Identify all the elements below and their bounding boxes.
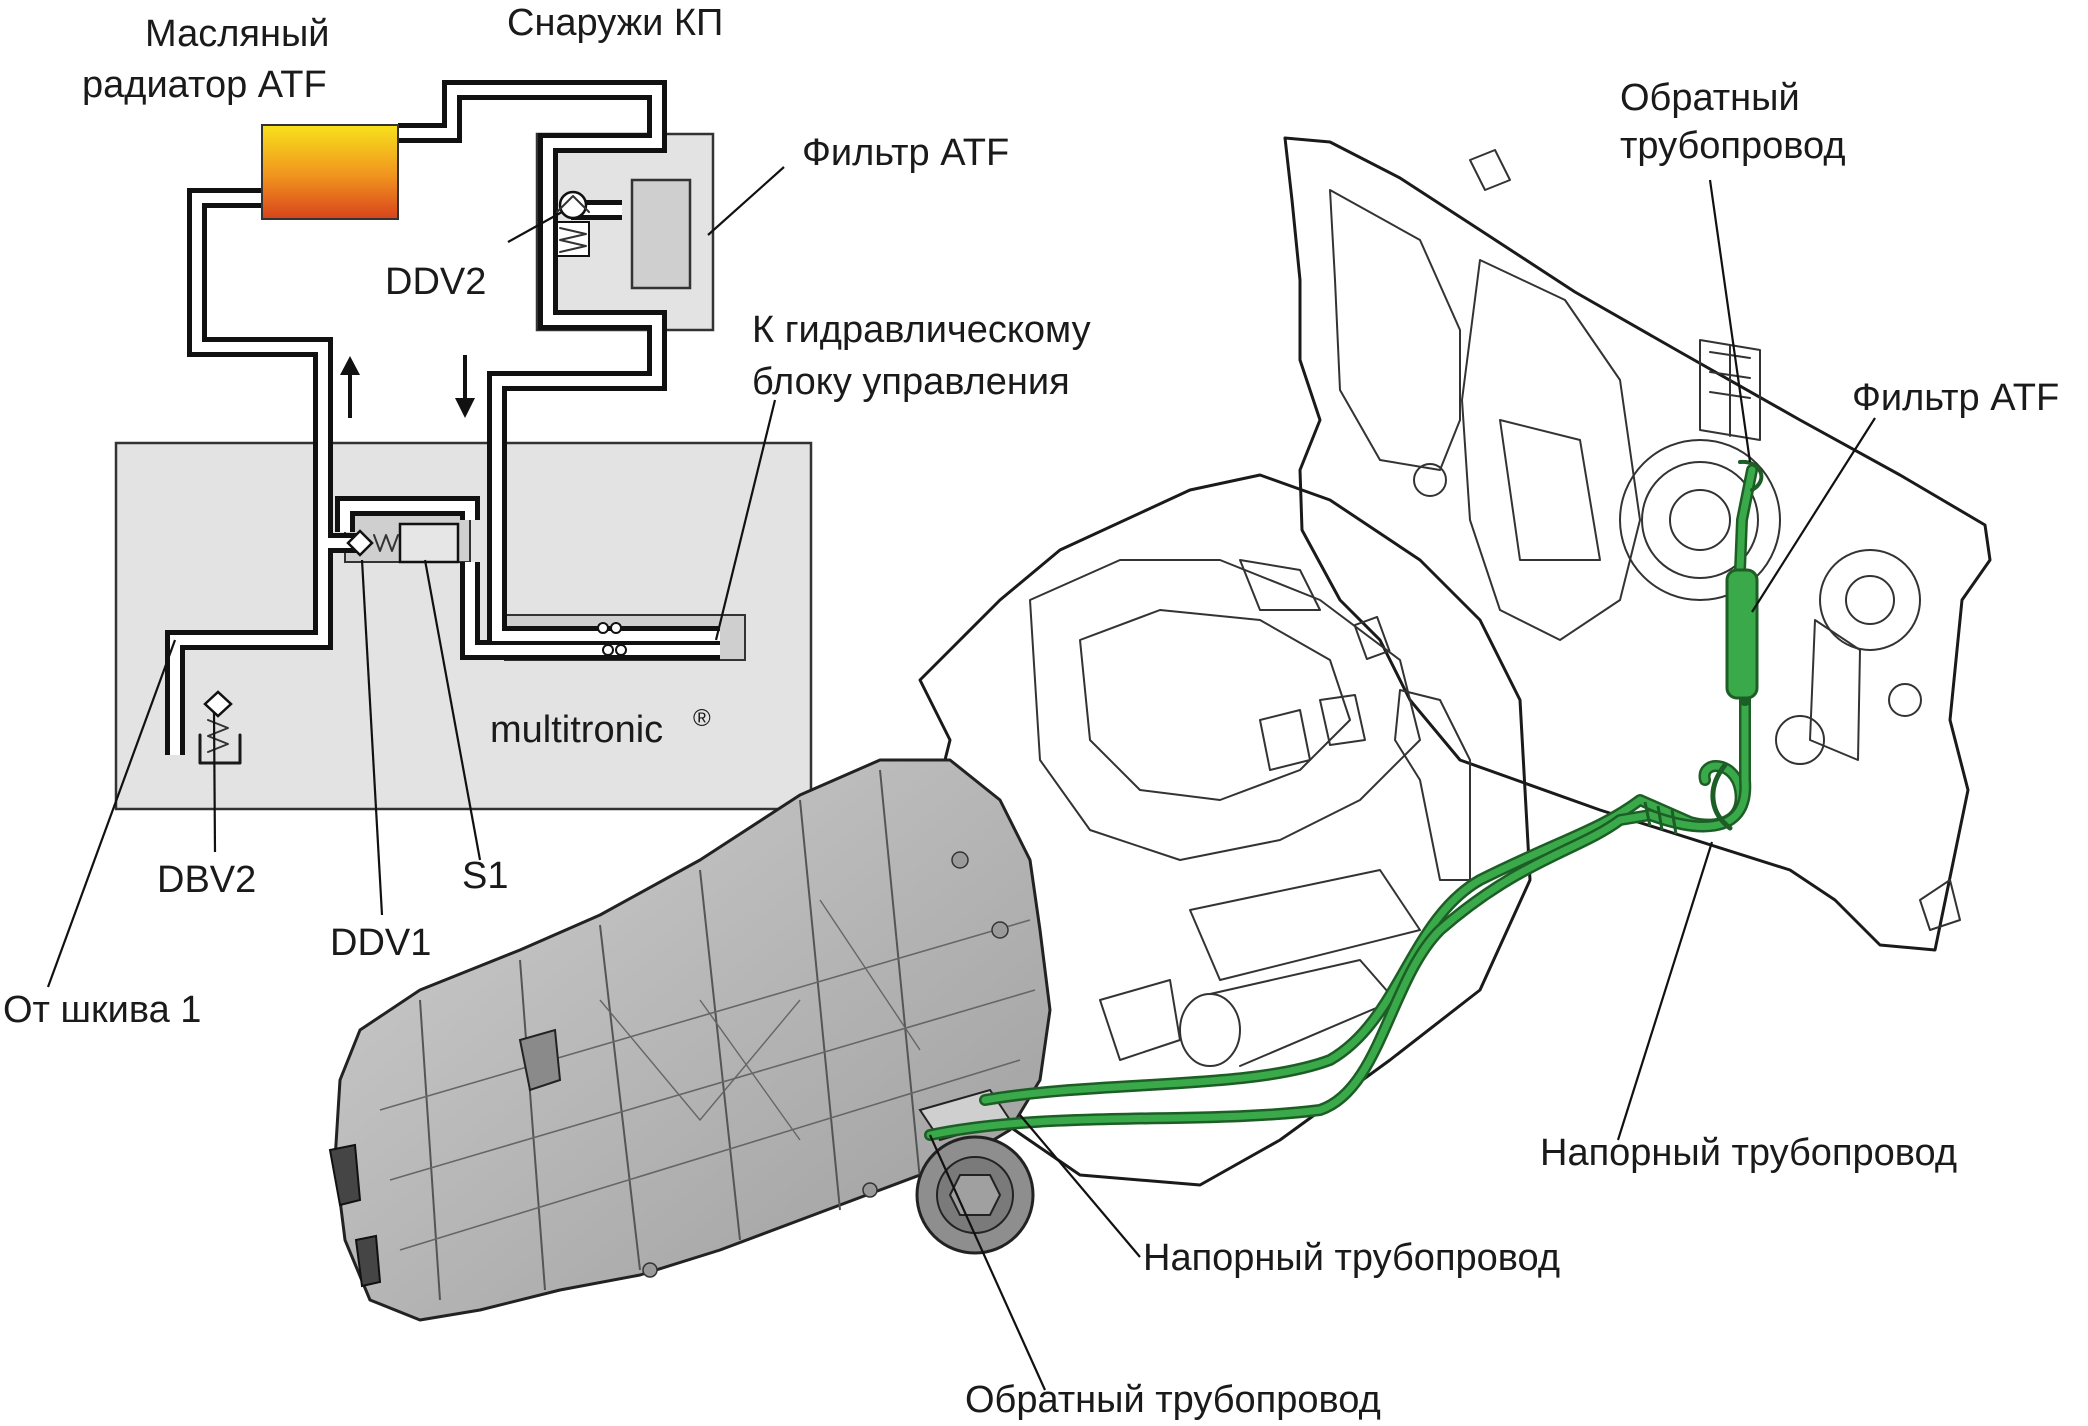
registered-mark: ® xyxy=(693,705,711,732)
outside-gearbox-label: Снаружи КП xyxy=(507,2,723,44)
transmission-housing xyxy=(328,758,1052,1322)
front-end-frame xyxy=(1283,136,1992,952)
schematic-leaders xyxy=(46,166,785,988)
pressure-line-bottom-label: Напорный трубопровод xyxy=(1143,1237,1560,1279)
oil-cooler-label-line2: радиатор ATF xyxy=(82,64,327,106)
ddv1-valve-icon xyxy=(346,529,399,557)
flow-down-arrow-icon xyxy=(455,355,475,418)
hydraulic-schematic xyxy=(46,80,813,988)
from-pulley-label: От шкива 1 xyxy=(3,989,201,1031)
ddv1-label: DDV1 xyxy=(330,922,431,964)
atf-filter-label-left: Фильтр ATF xyxy=(802,132,1009,174)
hydraulic-block-label-line2: блоку управления xyxy=(752,361,1070,403)
atf-filter-element xyxy=(630,178,692,290)
orifice-icons xyxy=(597,622,627,656)
vehicle-illustration xyxy=(328,136,1992,1391)
atf-filter-canister xyxy=(1725,568,1759,700)
text-labels: Масляный радиатор ATF Снаружи КП Фильтр … xyxy=(3,2,2059,1421)
return-line-top-line2: трубопровод xyxy=(1620,125,1846,167)
return-line-bottom-label: Обратный трубопровод xyxy=(965,1379,1381,1421)
return-line-top-line1: Обратный xyxy=(1620,77,1800,119)
oil-cooler-label-line1: Масляный xyxy=(145,13,330,55)
multitronic-label: multitronic xyxy=(490,709,663,751)
oil-cooler-radiator xyxy=(261,124,399,220)
illustration-leaders xyxy=(928,179,1876,1391)
dbv2-valve-icon xyxy=(198,690,242,765)
engine-block xyxy=(918,473,1532,1187)
ddv2-label: DDV2 xyxy=(385,261,486,303)
s1-label: S1 xyxy=(462,855,508,897)
flow-up-arrow-icon xyxy=(340,356,360,418)
atf-filter-label-right: Фильтр ATF xyxy=(1852,377,2059,419)
atf-hoses xyxy=(924,459,1764,1141)
pressure-line-right-label: Напорный трубопровод xyxy=(1540,1132,1957,1174)
s1-valve-slide xyxy=(398,522,460,564)
hydraulic-block-label-line1: К гидравлическому xyxy=(752,309,1091,351)
dbv2-label: DBV2 xyxy=(157,859,256,901)
ddv2-valve-icon xyxy=(556,190,590,257)
